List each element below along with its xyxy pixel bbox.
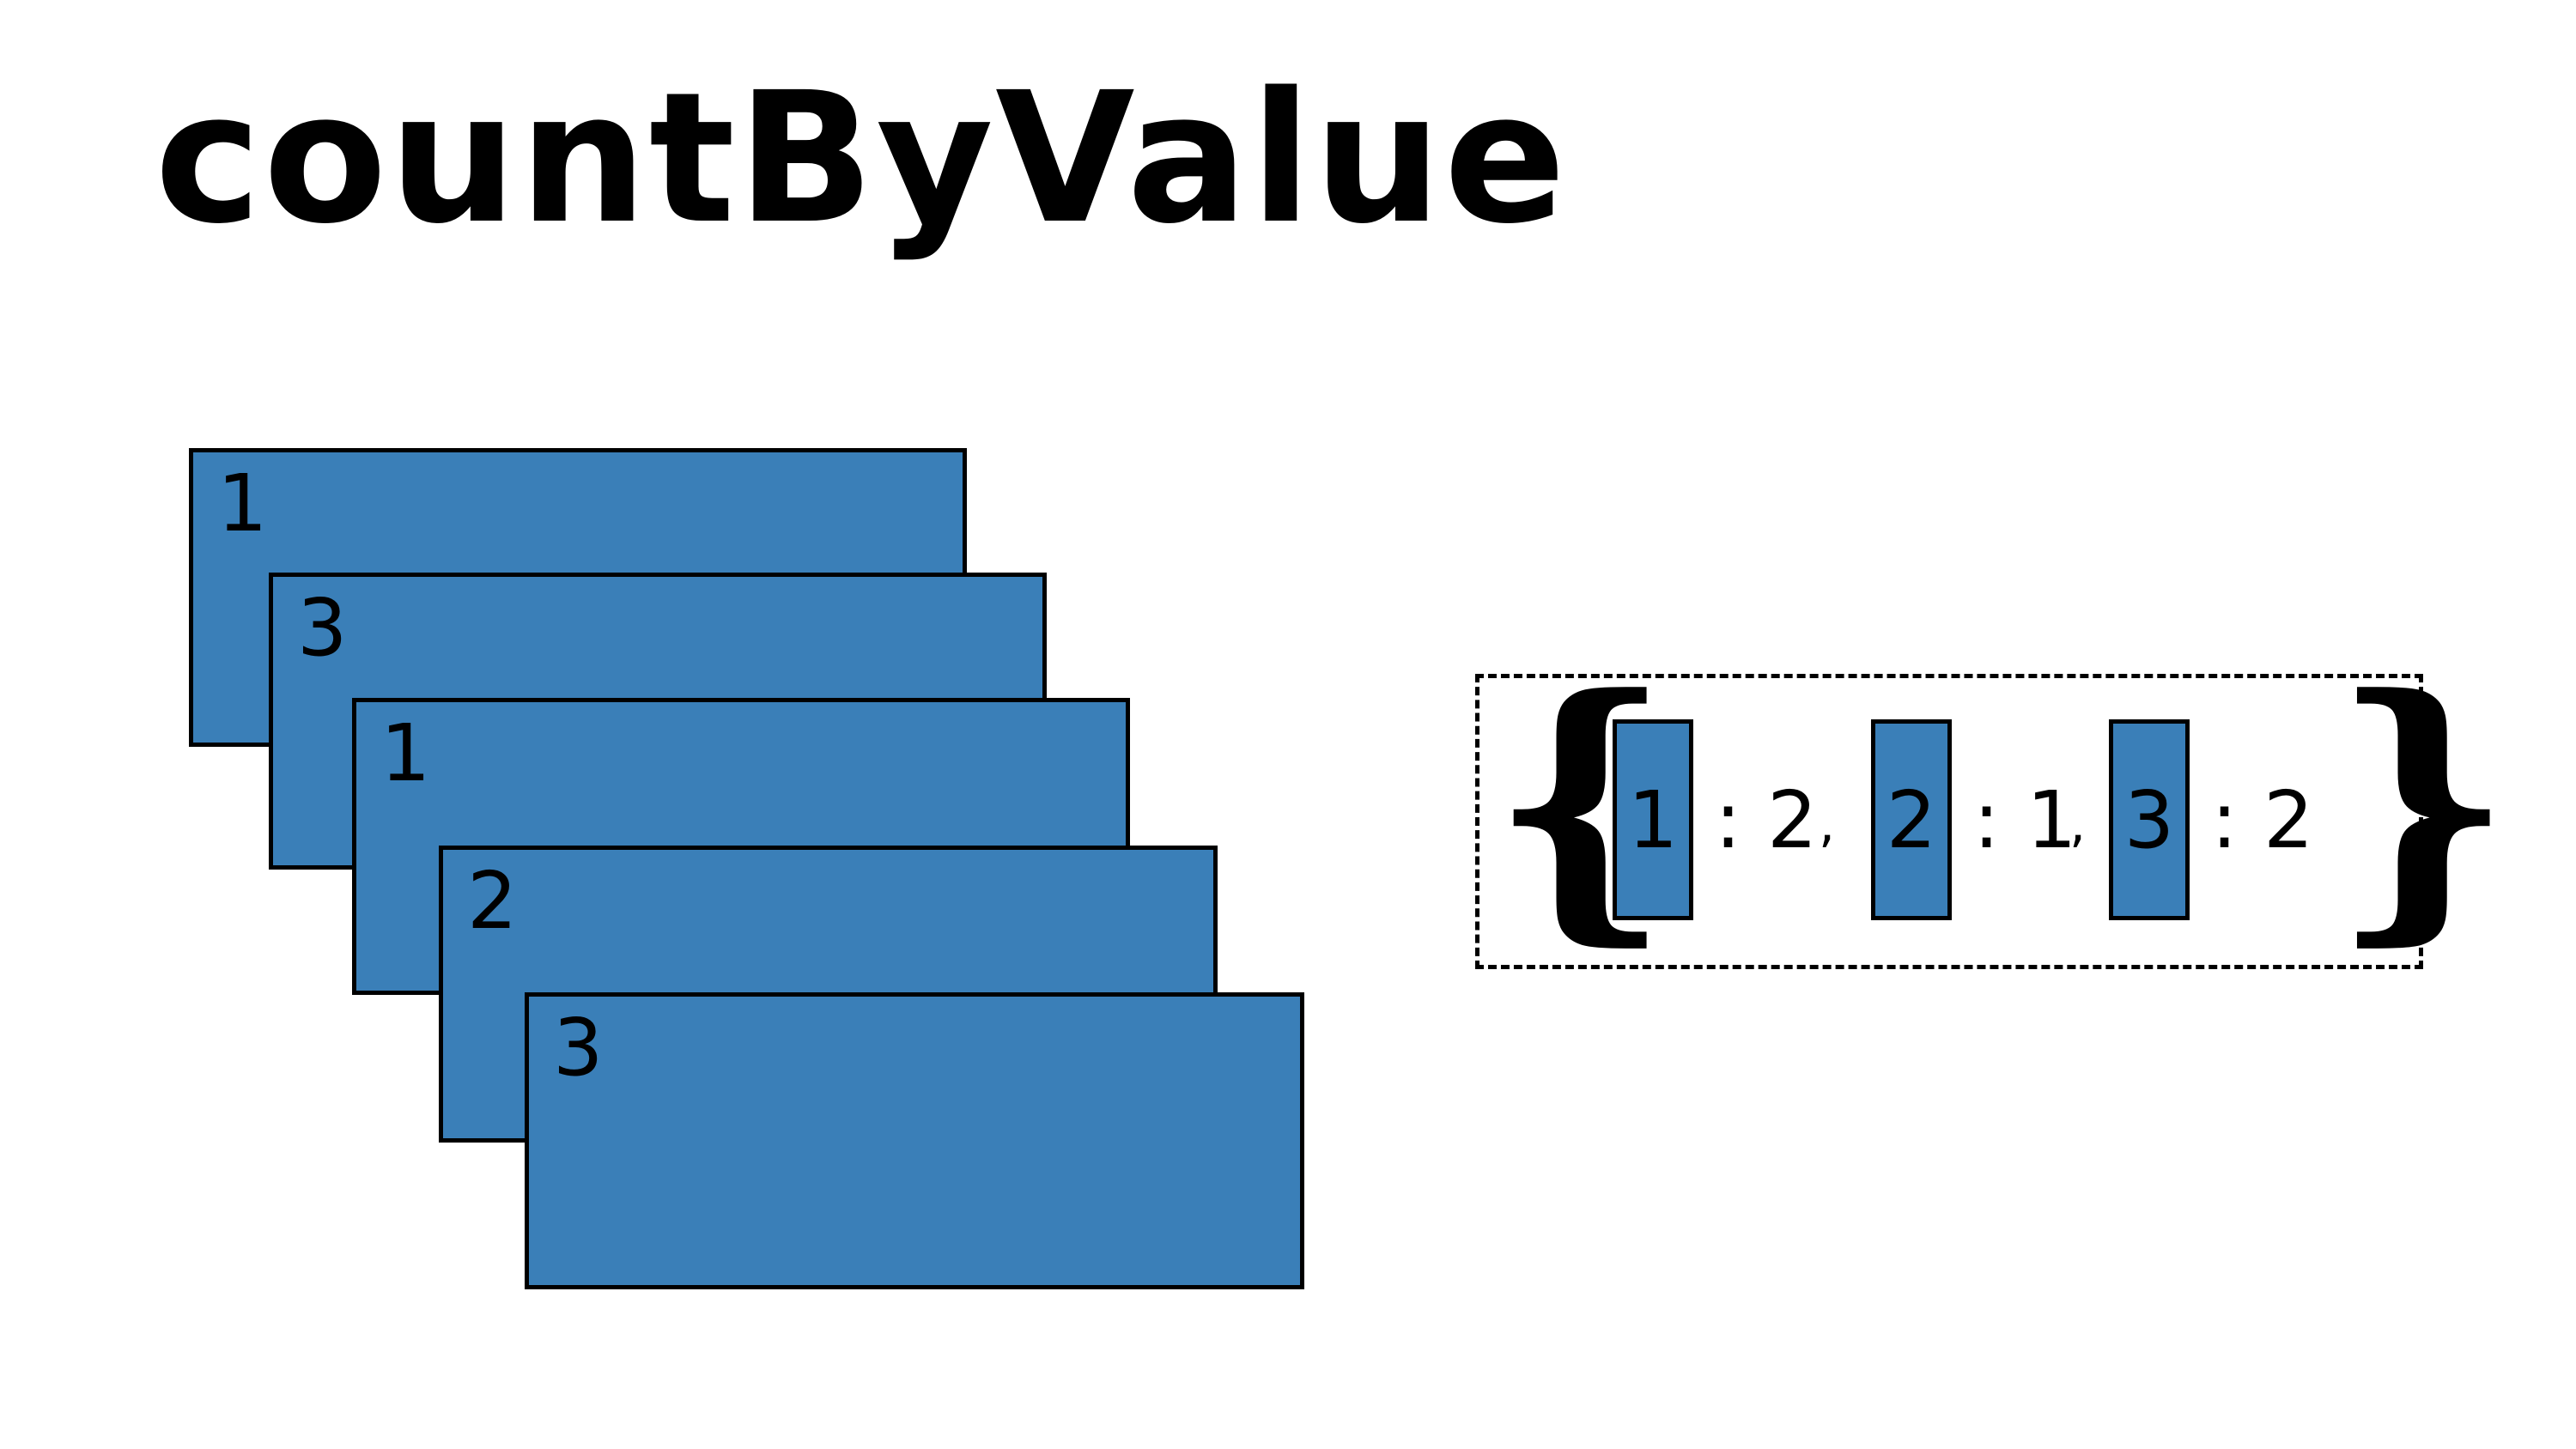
card-label: 1 (217, 458, 268, 549)
diagram-title: countByValue (155, 53, 1568, 264)
input-card-5: 3 (525, 992, 1304, 1289)
result-key-3: 3 (2109, 719, 2190, 920)
result-comma-2: , (2069, 794, 2087, 854)
result-separator-1: : (1715, 774, 1741, 866)
result-count-1: 2 (1767, 774, 1818, 866)
close-brace: } (2331, 636, 2514, 969)
result-count-2: 1 (2026, 774, 2077, 866)
card-label: 1 (380, 707, 431, 799)
card-label: 2 (467, 855, 518, 947)
card-label: 3 (297, 582, 348, 674)
result-key-1: 1 (1613, 719, 1693, 920)
result-comma-1: , (1819, 794, 1836, 854)
result-separator-2: : (1973, 774, 2000, 866)
card-label: 3 (553, 1002, 604, 1094)
result-key-2: 2 (1871, 719, 1952, 920)
result-separator-3: : (2211, 774, 2238, 866)
result-map-box (1475, 674, 2423, 969)
result-count-3: 2 (2263, 774, 2314, 866)
